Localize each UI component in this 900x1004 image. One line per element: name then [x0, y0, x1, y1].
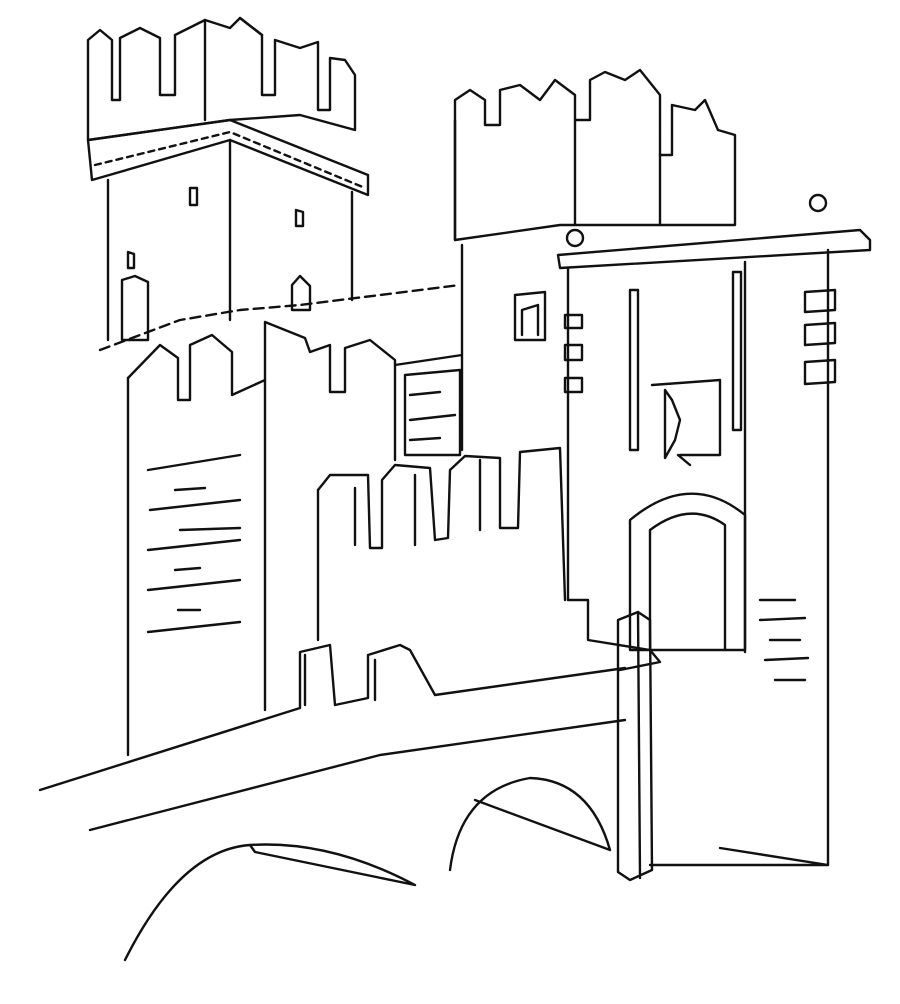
- front-wall: [316, 446, 662, 672]
- bridge: [38, 610, 654, 962]
- gate-building: [556, 193, 872, 867]
- back-left-tower: [86, 16, 462, 352]
- front-left-tower: [126, 320, 397, 757]
- middle-tower: [393, 68, 737, 457]
